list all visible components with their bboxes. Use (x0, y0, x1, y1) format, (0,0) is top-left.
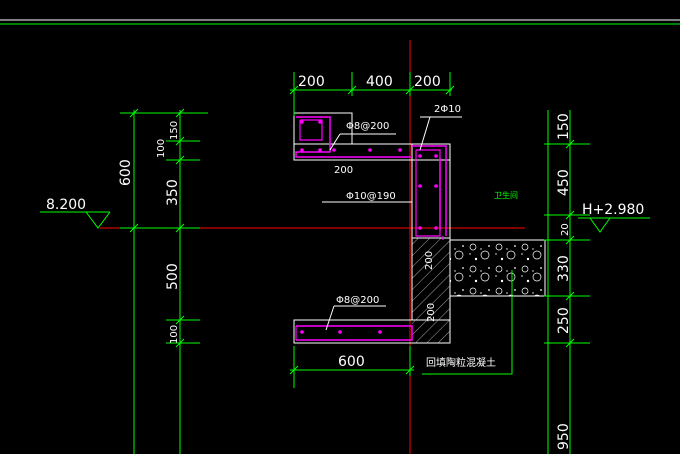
drawing-frame (0, 19, 680, 25)
dim-left-350: 350 (165, 179, 181, 206)
bottom-dimension (289, 346, 415, 388)
label-top-bar: 2Φ10 (434, 104, 461, 115)
elevation-left: 8.200 (46, 197, 86, 213)
left-dimension (120, 108, 208, 454)
dim-right-330: 330 (556, 255, 572, 282)
label-bottom-slab-rebar: Φ8@200 (336, 295, 379, 306)
dim-right-150: 150 (556, 113, 572, 140)
dim-right-950: 950 (556, 423, 572, 450)
label-top-slab-rebar: Φ8@200 (346, 121, 389, 132)
dim-top-3: 200 (414, 74, 441, 90)
rebar (295, 116, 447, 341)
label-wall-rebar: Φ10@190 (346, 191, 396, 202)
right-elevation-mark (578, 217, 650, 233)
label-room-name: 卫生间 (494, 190, 518, 200)
leader-lines (322, 116, 462, 331)
dim-top-1: 200 (298, 74, 325, 90)
dim-left-100-bottom: 100 (169, 325, 180, 344)
dim-left-150: 150 (169, 121, 180, 140)
dim-left-100-top: 100 (156, 139, 167, 158)
dim-section-upper: 200 (424, 251, 435, 270)
right-dimension (544, 110, 590, 454)
dim-right-20: 20 (560, 223, 571, 236)
concrete-section (293, 112, 546, 344)
top-dimension (289, 72, 455, 116)
dim-stirrup: 200 (334, 165, 353, 176)
dim-right-250: 250 (556, 307, 572, 334)
dim-bottom: 600 (338, 354, 365, 370)
dim-left-500: 500 (165, 263, 181, 290)
dim-top-2: 400 (366, 74, 393, 90)
dim-right-450: 450 (556, 169, 572, 196)
dim-left-outer: 600 (118, 159, 134, 186)
label-fill-note: 回填陶粒混凝土 (426, 356, 496, 369)
left-elevation-mark (40, 211, 111, 229)
ceramsite-fill (449, 239, 546, 297)
leader-lines-green (422, 270, 513, 375)
elevation-right: H+2.980 (582, 202, 644, 218)
dim-section-lower: 200 (426, 303, 437, 322)
